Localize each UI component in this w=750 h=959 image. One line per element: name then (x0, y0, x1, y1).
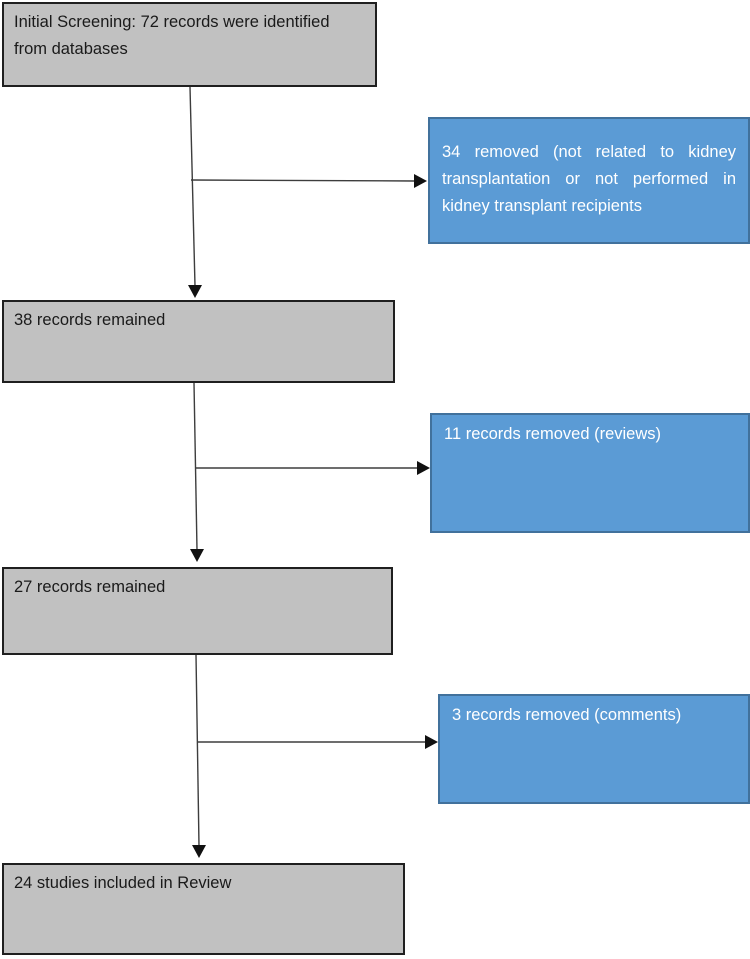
arrowhead-down-icon (192, 845, 206, 858)
arrowhead-down-icon (188, 285, 202, 298)
flow-box-records-remained-27: 27 records remained (2, 567, 393, 655)
connector-right-1 (190, 174, 427, 188)
flow-box-removed-34: 34 removed (not related to kidney transp… (428, 117, 750, 244)
flow-box-studies-included: 24 studies included in Review (2, 863, 405, 955)
flow-box-initial-screening: Initial Screening: 72 records were ident… (2, 2, 377, 87)
connector-down-3 (192, 654, 206, 858)
arrowhead-right-icon (414, 174, 427, 188)
flow-box-removed-3: 3 records removed (comments) (438, 694, 750, 804)
connector-down-2 (190, 382, 204, 562)
arrowhead-down-icon (190, 549, 204, 562)
connector-right-3 (197, 735, 438, 749)
arrowhead-right-icon (425, 735, 438, 749)
connector-down-1 (188, 86, 202, 298)
flow-box-removed-11: 11 records removed (reviews) (430, 413, 750, 533)
flow-box-records-remained-38: 38 records remained (2, 300, 395, 383)
arrowhead-right-icon (417, 461, 430, 475)
connector-right-2 (195, 461, 430, 475)
